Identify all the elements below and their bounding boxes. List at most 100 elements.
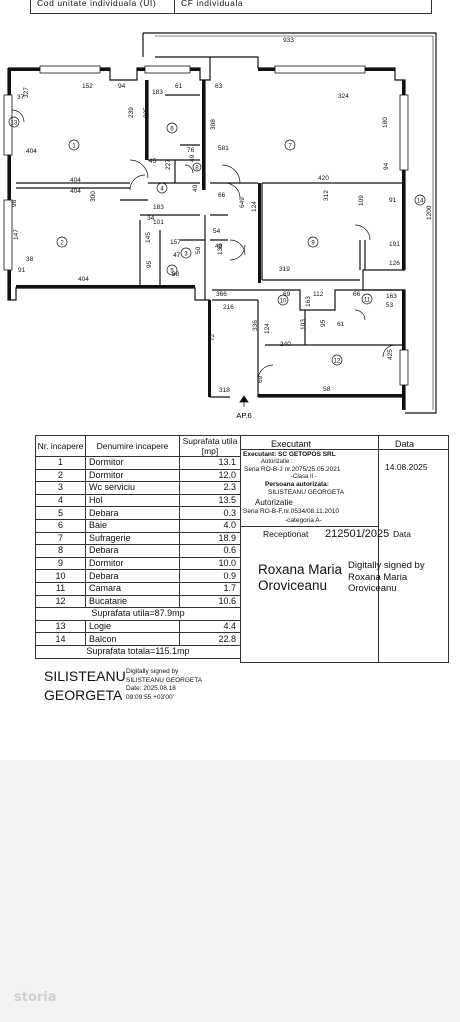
header-denumire: Denumire incapere (85, 435, 180, 457)
room-number-label: 1 (72, 144, 76, 150)
room-number-label: 6 (170, 127, 174, 133)
floor-plan: 9331529418361633243732723922530858118040… (3, 32, 437, 420)
dimension-label: 112 (313, 291, 324, 298)
cadastral-header-strip: Cod unitate individuala (UI) CF individu… (30, 0, 432, 14)
room-number: 3 (35, 481, 86, 495)
dimension-label: 239 (128, 107, 135, 118)
header-nr: Nr. incapere (35, 435, 86, 457)
dimension-label: 312 (323, 190, 330, 201)
signature2-name-line1: SILISTEANU (44, 668, 126, 684)
dimension-label: 420 (318, 175, 329, 182)
room-name: Sufragerie (85, 531, 180, 546)
room-number-label: 8 (195, 166, 199, 172)
dimension-label: 109 (358, 195, 365, 206)
dimension-label: 49 (189, 154, 196, 162)
signature1-name-line2: Oroviceanu (258, 578, 328, 593)
room-number-label: 3 (184, 252, 188, 258)
executant-box: Executant Data Executant: SC GETOPOS SRL… (240, 435, 449, 663)
room-number: 10 (35, 569, 86, 583)
dimension-label: 98 (11, 199, 18, 207)
company-line: Executant: SC GETOPOS SRL (243, 451, 336, 458)
seria2-line: Seria RO-B-F,nr.0534/08.11.2010 (243, 508, 339, 515)
room-name: Bucatarie (85, 594, 180, 609)
dimension-label: 216 (223, 304, 234, 311)
persoana-label: Persoana autorizata: (265, 481, 329, 488)
room-name: Debara (85, 569, 180, 583)
dimension-label: 191 (389, 241, 400, 248)
room-number-label: 4 (160, 187, 164, 193)
dimension-label: 69 (257, 375, 264, 383)
totala-row: Suprafata totala=115.1mp (35, 644, 241, 659)
room-number: 6 (35, 518, 86, 533)
dimension-label: 40 (192, 184, 199, 192)
dimension-label: 240 (280, 341, 291, 348)
signature1-signed: Digitally signed by Roxana Maria Orovice… (348, 560, 425, 595)
signature2-line3: Date: 2025.08.18 (126, 685, 176, 692)
signature2-name: SILISTEANU GEORGETA (44, 667, 126, 705)
dimension-label: 103 (300, 319, 307, 330)
dimension-label: 126 (389, 260, 400, 267)
dimension-label: 366 (216, 291, 227, 298)
room-area: 12.0 (179, 468, 241, 483)
dimension-label: 183 (152, 89, 163, 96)
room-area: 18.9 (179, 531, 241, 546)
autorizatie-label: Autorizatie : (261, 459, 293, 465)
room-name: Dormitor (85, 556, 180, 571)
autorizatie2-label: Autorizatie (255, 498, 293, 507)
dimension-label: 425 (387, 349, 394, 360)
rooms-table: Nr. incapere Denumire incapere Suprafata… (35, 435, 241, 659)
dimension-label: 37 (17, 94, 25, 101)
exec-line-top (241, 449, 378, 450)
cod-unitate-label: Cod unitate individuala (UI) (37, 0, 157, 8)
room-name: Camara (85, 581, 180, 596)
room-number: 8 (35, 544, 86, 558)
room-number: 1 (35, 456, 86, 470)
dimension-label: 50 (195, 246, 202, 254)
room-area: 13.5 (179, 493, 241, 508)
signature1-signed-line1: Digitally signed by (348, 560, 425, 571)
receptionat-number: 212501/2025 (325, 528, 390, 540)
room-number-label: 14 (417, 199, 424, 205)
dimension-label: 336 (252, 320, 259, 331)
dimension-label: 163 (386, 293, 397, 300)
dimension-label: 54 (213, 228, 221, 235)
room-area: 0.3 (179, 506, 241, 520)
dimension-label: 66 (218, 192, 226, 199)
signature1-signed-line2: Roxana Maria (348, 571, 408, 583)
executant-title: Executant (271, 439, 312, 449)
signature2-line1: Digitally signed by (126, 668, 179, 675)
room-area: 22.8 (179, 632, 241, 646)
room-area: 4.4 (179, 619, 241, 634)
signature1-name-line1: Roxana Maria (258, 562, 343, 577)
dimension-label: 152 (82, 83, 93, 90)
room-number: 14 (35, 632, 86, 646)
dimension-label: 157 (170, 239, 181, 246)
dimension-label: 145 (145, 232, 152, 243)
dimension-label: 101 (153, 219, 164, 226)
room-name: Balcon (85, 632, 180, 646)
exec-divider (378, 436, 379, 662)
dimension-label: 61 (175, 83, 183, 90)
dimension-label: 63 (215, 83, 223, 90)
gray-footer-area (0, 760, 460, 1022)
dimension-label: 91 (18, 267, 26, 274)
table-header-row: Nr. incapere Denumire incapere Suprafata… (35, 435, 241, 457)
room-number-label: 9 (311, 241, 315, 247)
persoana-name: SILISTEANU GEORGETA (268, 489, 345, 496)
dimension-label: 300 (90, 191, 97, 202)
dimension-label: 95 (146, 260, 153, 268)
room-number-label: 13 (11, 121, 18, 127)
room-area: 1.7 (179, 581, 241, 596)
room-name: Logie (85, 619, 180, 634)
room-number: 7 (35, 531, 86, 546)
dimension-label: 72 (209, 333, 216, 341)
